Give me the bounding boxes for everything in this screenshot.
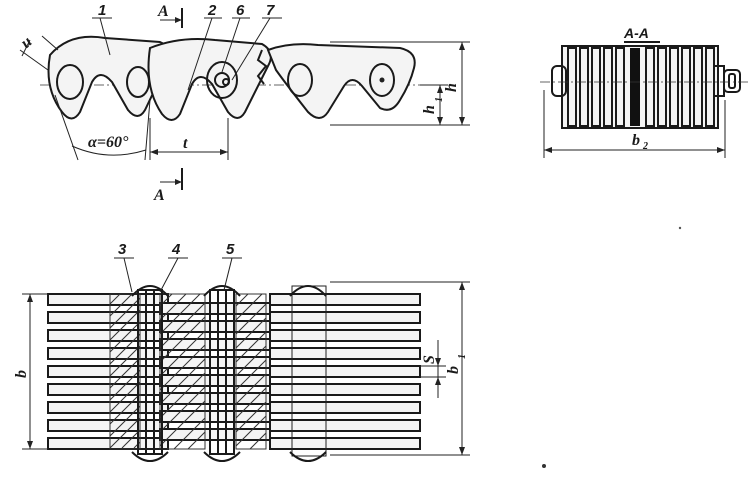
- dim-b2-sub: 2: [642, 141, 648, 152]
- dim-t-label: t: [183, 135, 188, 152]
- hatched-zones: [109, 293, 267, 450]
- dim-h1-sub: 1: [434, 97, 445, 102]
- side-view: u α=60° t A A h h 1 1: [18, 2, 470, 204]
- dim-b2-label: b: [632, 132, 640, 149]
- dim-h-label: h: [443, 83, 460, 92]
- section-a-a: A-A b 2: [540, 25, 750, 158]
- part-number-1: 1: [98, 2, 106, 19]
- part-number-6: 6: [236, 2, 245, 19]
- part-number-7: 7: [266, 2, 275, 19]
- plan-view: 3 4 5 b b 1 S: [13, 241, 470, 462]
- section-mark-bottom: A: [153, 187, 165, 204]
- section-title: A-A: [623, 25, 649, 41]
- link-plate-2: [147, 38, 272, 121]
- link-plate-3: [266, 43, 416, 119]
- part-number-2: 2: [207, 2, 217, 19]
- section-plates: [567, 47, 715, 127]
- stray-mark: [542, 464, 546, 468]
- part-number-3: 3: [118, 241, 127, 258]
- dim-b1-sub: 1: [457, 354, 468, 359]
- stray-dot: [678, 226, 682, 230]
- dim-b1-label: b: [445, 366, 462, 374]
- pin-head-left: [551, 65, 567, 97]
- plan-plates: [47, 293, 421, 450]
- dim-s-label: S: [421, 355, 438, 364]
- link-plate-1: [47, 35, 172, 120]
- cotter: [723, 69, 741, 93]
- plan-pins: [131, 285, 327, 462]
- dim-u-label: u: [18, 33, 36, 52]
- section-mark-top: A: [157, 3, 169, 20]
- dim-h1-label: h: [421, 105, 438, 114]
- angle-label: α=60°: [88, 134, 129, 151]
- part-number-5: 5: [226, 241, 235, 258]
- dim-b-label: b: [13, 370, 30, 378]
- part-number-4: 4: [171, 241, 181, 258]
